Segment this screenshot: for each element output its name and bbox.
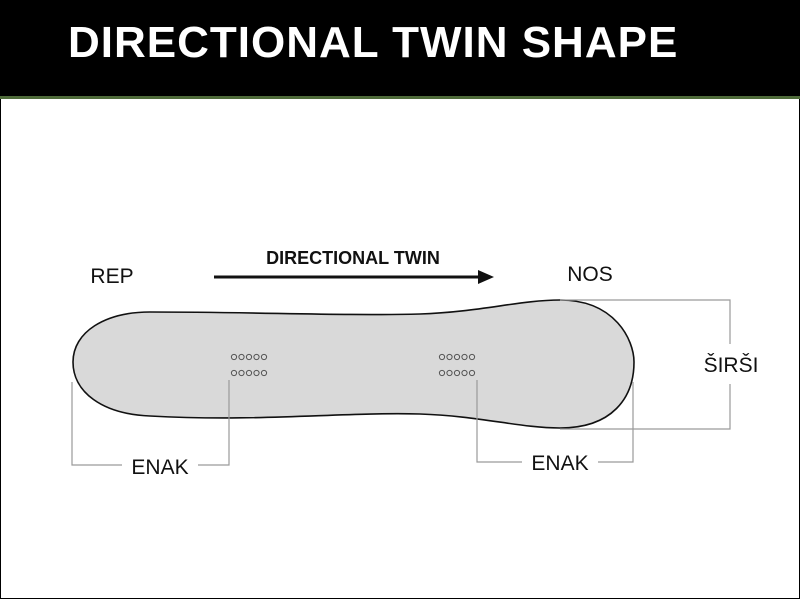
direction-arrow-head-icon xyxy=(478,270,494,284)
arrow-label: DIRECTIONAL TWIN xyxy=(266,248,440,268)
left-binding-inserts xyxy=(230,353,268,377)
snowboard-outline xyxy=(72,299,635,429)
equal-left-label: ENAK xyxy=(131,456,188,479)
equal-right-label: ENAK xyxy=(531,452,588,475)
equal-left-dimension-line xyxy=(71,382,122,466)
equal-left-dimension-line-right xyxy=(198,380,230,466)
equal-right-dimension-line xyxy=(476,380,522,463)
wider-dimension-line-bottom xyxy=(560,384,731,430)
wider-label: ŠIRŠI xyxy=(704,354,759,377)
nose-label: NOS xyxy=(567,263,613,286)
title-bar: DIRECTIONAL TWIN SHAPE xyxy=(0,0,800,99)
page-title: DIRECTIONAL TWIN SHAPE xyxy=(68,18,679,67)
tail-label: REP xyxy=(90,265,133,288)
equal-right-dimension-line-right xyxy=(598,382,634,463)
right-binding-inserts xyxy=(438,353,476,377)
wider-dimension-line xyxy=(560,299,731,344)
